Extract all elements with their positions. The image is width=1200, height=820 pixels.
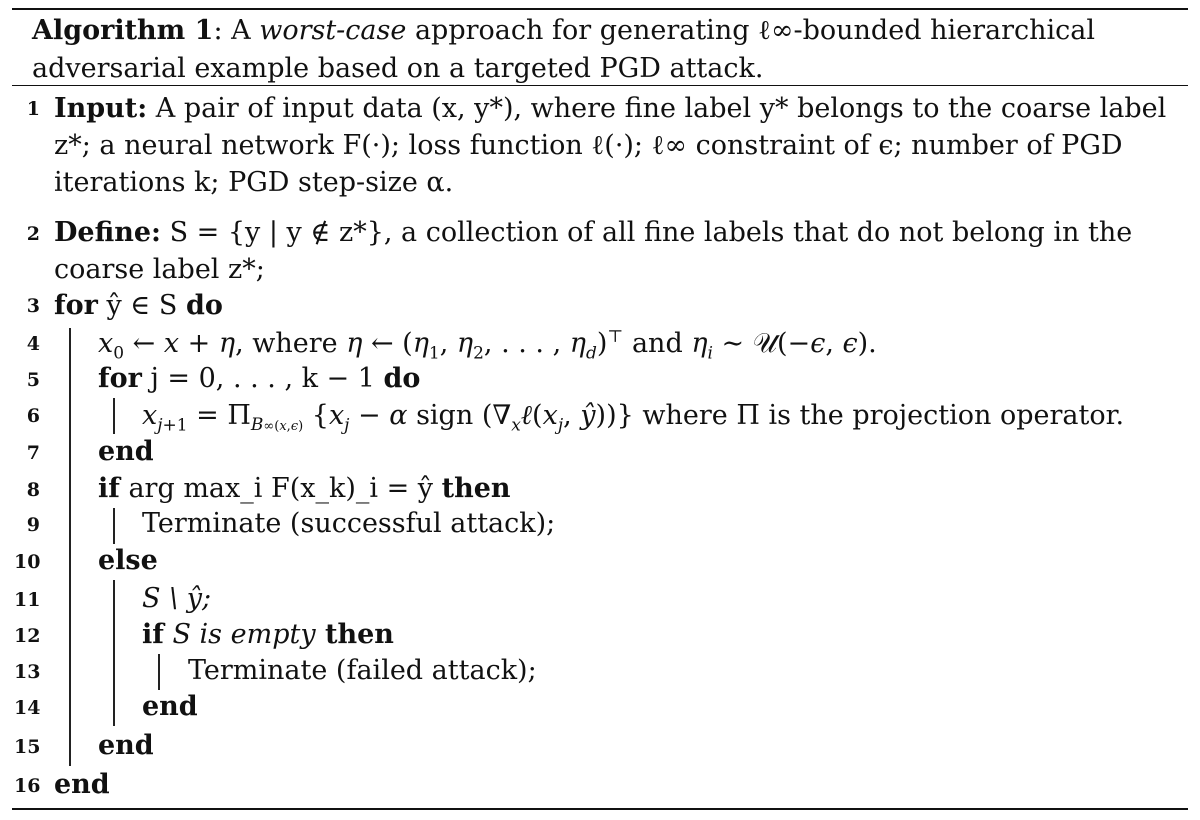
block-bar xyxy=(158,654,160,690)
line-number: 6 xyxy=(26,405,40,427)
line-text: arg max_i F(x_k)_i = ŷ xyxy=(119,473,442,504)
end-line: end xyxy=(142,691,198,722)
caption-sep: : A xyxy=(213,15,260,46)
keyword: Input: xyxy=(54,93,148,124)
line-text: S xyxy=(163,619,200,650)
end-line: end xyxy=(54,769,110,800)
keyword: if xyxy=(98,473,120,504)
else-line: else xyxy=(98,545,158,576)
line-number: 4 xyxy=(26,333,40,355)
caption-rule xyxy=(12,85,1188,86)
end-line: end xyxy=(98,436,154,467)
keyword: do xyxy=(185,290,223,321)
keyword: if xyxy=(142,619,164,650)
keyword: Define: xyxy=(54,217,161,248)
keyword: for xyxy=(98,363,142,394)
line-number: 8 xyxy=(26,479,40,501)
line-number: 15 xyxy=(14,736,41,758)
keyword: do xyxy=(383,363,421,394)
line-number: 1 xyxy=(26,98,40,120)
bottom-rule xyxy=(12,808,1188,810)
line-number: 12 xyxy=(14,625,41,647)
caption-label: Algorithm 1 xyxy=(32,15,214,46)
init-line: x0 ← x + η, where η ← (η1, η2, . . . , η… xyxy=(98,327,877,364)
line-number: 5 xyxy=(26,369,40,391)
line-number: 2 xyxy=(26,223,40,245)
success-line: Terminate (successful attack); xyxy=(142,508,556,539)
line-number: 3 xyxy=(26,295,40,317)
line-number: 13 xyxy=(14,661,41,683)
block-bar xyxy=(113,580,115,726)
top-rule xyxy=(12,8,1188,10)
if-line: if arg max_i F(x_k)_i = ŷ then xyxy=(98,470,511,507)
end-line: end xyxy=(98,730,154,761)
inner-for-line: for j = 0, . . . , k − 1 do xyxy=(98,360,420,397)
if-empty-line: if S is empty then xyxy=(142,616,394,653)
failed-line: Terminate (failed attack); xyxy=(188,655,537,686)
for-line: for ŷ ∈ S do xyxy=(54,287,223,324)
line-emph: is empty xyxy=(199,619,316,650)
algorithm-block: Algorithm 1: A worst-case approach for g… xyxy=(12,0,1188,820)
line-text: j = 0, . . . , k − 1 xyxy=(141,363,384,394)
line-number: 9 xyxy=(26,514,40,536)
line-number: 10 xyxy=(14,551,41,573)
keyword: for xyxy=(54,290,98,321)
line-text: S = {y | y ∉ z*}, a collection of all fi… xyxy=(54,217,1133,285)
caption-rest: approach for generating ℓ∞-bounded hiera… xyxy=(32,15,1095,84)
line-number: 14 xyxy=(14,697,41,719)
keyword: then xyxy=(315,619,394,650)
pgd-update-line: xj+1 = ΠB∞(x,ϵ) {xj − α sign (∇xℓ(xj, ŷ)… xyxy=(142,400,1125,436)
remove-line: S \ ŷ; xyxy=(142,583,212,614)
algorithm-caption: Algorithm 1: A worst-case approach for g… xyxy=(32,12,1172,88)
line-number: 7 xyxy=(26,442,40,464)
caption-emph: worst-case xyxy=(259,15,407,46)
block-bar xyxy=(113,508,115,544)
block-bar xyxy=(113,398,115,434)
keyword: then xyxy=(441,473,511,504)
block-bar xyxy=(69,328,71,766)
line-number: 11 xyxy=(14,589,41,611)
input-line: Input: A pair of input data (x, y*), whe… xyxy=(54,90,1184,201)
line-number: 16 xyxy=(14,775,41,797)
line-text: A pair of input data (x, y*), where fine… xyxy=(54,93,1167,198)
define-line: Define: S = {y | y ∉ z*}, a collection o… xyxy=(54,214,1134,288)
line-text: ŷ ∈ S xyxy=(97,290,186,321)
